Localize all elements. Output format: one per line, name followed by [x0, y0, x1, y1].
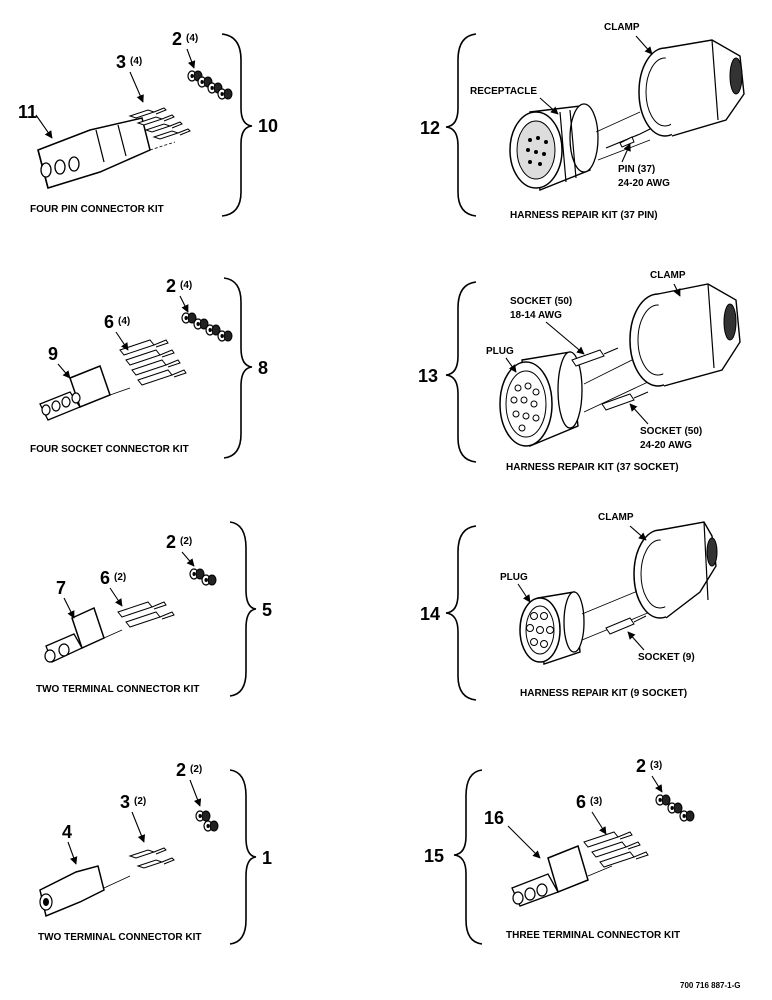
- callout-6: 6: [100, 568, 110, 588]
- three-terminal-connector-drawing: [511, 844, 613, 907]
- kit-number-5: 5: [262, 600, 272, 620]
- caption-four-pin: FOUR PIN CONNECTOR KIT: [30, 204, 164, 215]
- socket-9-drawing: [605, 615, 647, 635]
- kit-number-1: 1: [262, 848, 272, 868]
- four-socket-connector-drawing: [39, 365, 131, 421]
- kit-number-13: 13: [418, 366, 438, 386]
- kit-10-brace: [221, 33, 253, 217]
- kit-two-terminal-b: 4 3 (2) 2 (2) 1 TWO TERMINAL CONNECTOR K…: [38, 760, 272, 945]
- kit-harness-9-socket: 14 CLAMP PLUG SOCKET (9): [420, 512, 718, 701]
- plug-37-drawing: [499, 351, 583, 448]
- callout-2: 2: [176, 760, 186, 780]
- callout-6-qty: (3): [590, 796, 602, 807]
- label-plug: PLUG: [500, 572, 528, 583]
- kit-number-12: 12: [420, 118, 440, 138]
- kit-number-10: 10: [258, 116, 278, 136]
- drawing-reference-number: 700 716 887-1-G: [680, 981, 741, 990]
- kit-four-pin: 11 3 (4) 2 (4) 10 FOUR PIN CONNECTOR KIT: [18, 29, 278, 217]
- kit-1-brace: [229, 769, 257, 945]
- caption-four-socket: FOUR SOCKET CONNECTOR KIT: [30, 444, 189, 455]
- kit-12-brace: [445, 33, 477, 217]
- callout-3: 3: [116, 52, 126, 72]
- label-clamp: CLAMP: [604, 22, 640, 33]
- kit-four-socket: 9 6 (4) 2 (4) 8 FOUR SOCKET CONNECTOR KI…: [30, 276, 268, 459]
- three-terminal-seals-drawing: [655, 794, 695, 822]
- label-pin-qty: PIN (37): [618, 164, 655, 175]
- clamp-drawing: [638, 39, 745, 137]
- socket-18-14-drawing: [571, 347, 619, 367]
- callout-2-qty: (4): [186, 33, 198, 44]
- label-socket-a-awg: 18-14 AWG: [510, 310, 562, 321]
- four-socket-seals-drawing: [181, 312, 233, 342]
- kit-13-brace: [445, 281, 477, 463]
- kit-number-14: 14: [420, 604, 440, 624]
- label-plug: PLUG: [486, 346, 514, 357]
- callout-6-qty: (2): [114, 572, 126, 583]
- kit-harness-37-socket: 13 CLAMP: [418, 270, 741, 473]
- callout-3: 3: [120, 792, 130, 812]
- two-terminal-b-connector-drawing: [39, 865, 131, 918]
- kit-number-15: 15: [424, 846, 444, 866]
- two-terminal-a-sockets-drawing: [117, 601, 175, 628]
- kit-14-brace: [445, 525, 477, 701]
- kit-15-brace: [453, 769, 483, 945]
- label-clamp: CLAMP: [650, 270, 686, 281]
- kit-number-8: 8: [258, 358, 268, 378]
- callout-2-qty: (3): [650, 760, 662, 771]
- callout-6: 6: [576, 792, 586, 812]
- callout-3-qty: (4): [130, 56, 142, 67]
- two-terminal-a-seals-drawing: [189, 568, 217, 586]
- label-socket-a-qty: SOCKET (50): [510, 296, 572, 307]
- three-terminal-sockets-drawing: [583, 831, 649, 868]
- label-receptacle: RECEPTACLE: [470, 86, 537, 97]
- caption-three-terminal: THREE TERMINAL CONNECTOR KIT: [506, 930, 680, 941]
- caption-harness-37-pin: HARNESS REPAIR KIT (37 PIN): [510, 210, 658, 221]
- caption-two-terminal-a: TWO TERMINAL CONNECTOR KIT: [36, 684, 200, 695]
- callout-16: 16: [484, 808, 504, 828]
- label-socket-b-qty: SOCKET (50): [640, 426, 702, 437]
- clamp-37-socket-drawing: [629, 283, 741, 387]
- caption-harness-9-socket: HARNESS REPAIR KIT (9 SOCKET): [520, 688, 687, 699]
- kit-three-terminal: 15 16 6 (3) 2 (3) THREE TERMINAL CONNECT…: [424, 756, 695, 945]
- label-pin-awg: 24-20 AWG: [618, 178, 670, 189]
- kit-5-brace: [229, 521, 257, 697]
- four-pin-connector-drawing: [37, 117, 176, 189]
- socket-24-20-drawing: [601, 391, 649, 411]
- callout-4: 4: [62, 822, 72, 842]
- callout-11: 11: [18, 102, 37, 122]
- two-terminal-b-seals-drawing: [195, 810, 219, 832]
- two-terminal-a-connector-drawing: [44, 606, 123, 663]
- callout-2-qty: (2): [180, 536, 192, 547]
- callout-9: 9: [48, 344, 58, 364]
- receptacle-drawing: [509, 103, 599, 191]
- callout-6-qty: (4): [118, 316, 130, 327]
- kit-two-terminal-a: 7 6 (2) 2 (2) 5 TWO TERMINAL CONNECTOR K…: [36, 521, 272, 697]
- label-socket-b-awg: 24-20 AWG: [640, 440, 692, 451]
- callout-2: 2: [166, 532, 176, 552]
- callout-7: 7: [56, 578, 66, 598]
- callout-2-qty: (4): [180, 280, 192, 291]
- plug-9-drawing: [519, 591, 585, 665]
- kit-harness-37-pin: 12 CLAMP RECEPTACLE: [420, 22, 745, 221]
- callout-2: 2: [172, 29, 182, 49]
- four-socket-sockets-drawing: [119, 339, 187, 386]
- kit-8-brace: [223, 277, 253, 459]
- label-socket-9: SOCKET (9): [638, 652, 695, 663]
- label-clamp: CLAMP: [598, 512, 634, 523]
- two-terminal-b-pins-drawing: [129, 847, 175, 869]
- callout-2: 2: [636, 756, 646, 776]
- clamp-9-socket-drawing: [633, 521, 718, 619]
- caption-two-terminal-b: TWO TERMINAL CONNECTOR KIT: [38, 932, 202, 943]
- callout-6: 6: [104, 312, 114, 332]
- callout-2-qty: (2): [190, 764, 202, 775]
- caption-harness-37-socket: HARNESS REPAIR KIT (37 SOCKET): [506, 462, 679, 473]
- callout-3-qty: (2): [134, 796, 146, 807]
- four-pin-seals-drawing: [187, 70, 233, 100]
- callout-2: 2: [166, 276, 176, 296]
- pin-37-drawing: [605, 127, 653, 149]
